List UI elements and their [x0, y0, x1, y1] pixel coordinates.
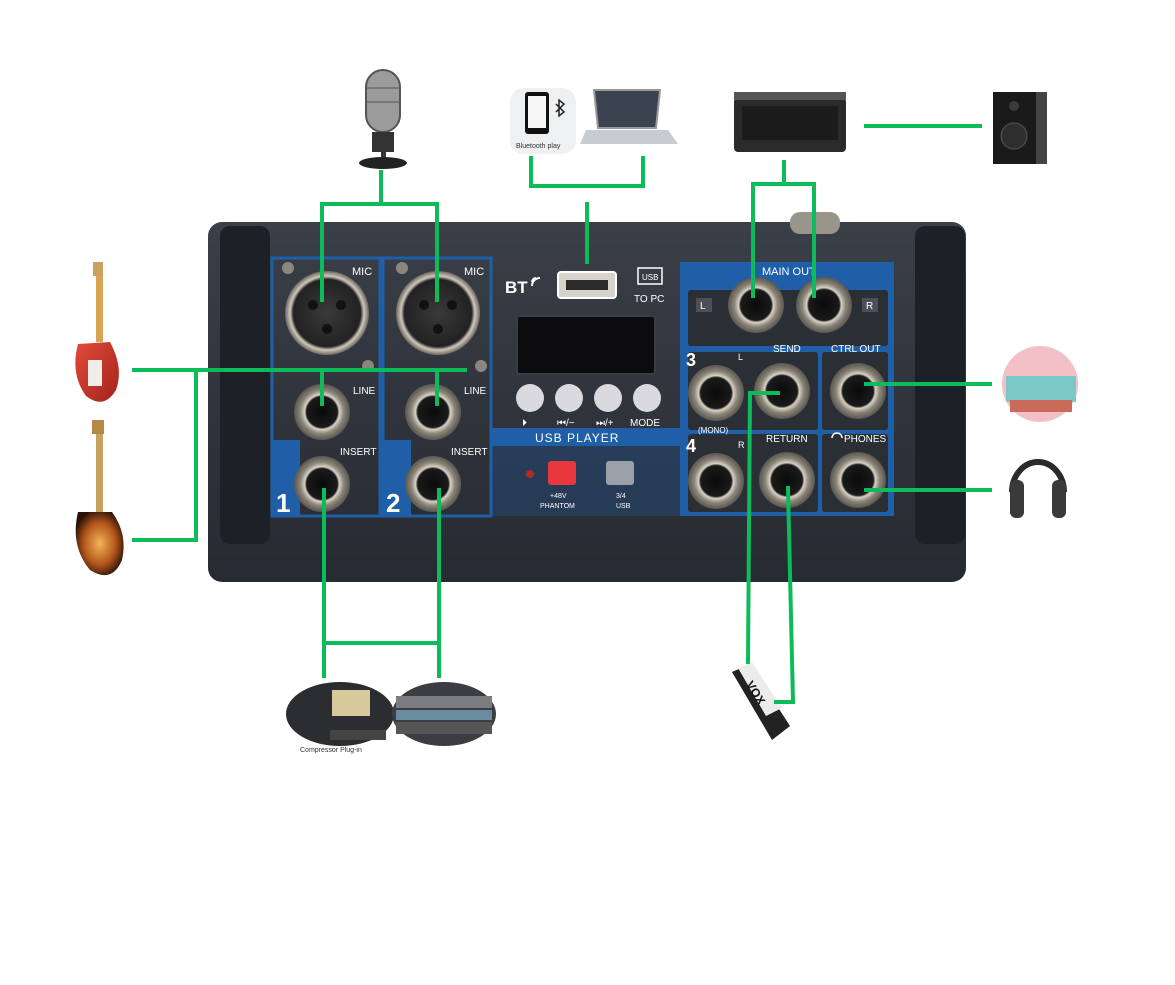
phantom-led: [526, 470, 534, 478]
send-label: SEND: [773, 344, 801, 355]
insert-jack-2[interactable]: [405, 456, 461, 512]
left-side-grip: [220, 226, 270, 544]
cable-mic-to-xlr-2: [379, 202, 439, 302]
wireless-icon: [531, 277, 541, 287]
usb-bt-section: BT USB TO PC ⏵ ⏮/− ⏭/+ MODE USB PLAYER +…: [505, 267, 664, 510]
mode-label: MODE: [630, 418, 660, 429]
next-button[interactable]: [594, 384, 622, 412]
channel-number-2: 2: [386, 488, 400, 518]
switch-label-1: 3/4: [616, 493, 626, 500]
phones-label: PHONES: [844, 434, 887, 445]
line-input-jack-2[interactable]: [405, 384, 461, 440]
cable-mic-to-xlr: [320, 170, 383, 302]
ch4-number: 4: [686, 436, 696, 456]
to-pc-label: TO PC: [634, 294, 664, 305]
screw-icon: [396, 262, 408, 274]
ch4-right-jack[interactable]: [688, 453, 744, 509]
ch3-number: 3: [686, 350, 696, 370]
screw-icon: [282, 262, 294, 274]
powered-mixer-icon: [734, 92, 846, 152]
laptop-icon: [580, 89, 678, 144]
output-section: MAIN OUT L R 3 L (MONO) SEND CTRL OUT 4 …: [686, 266, 887, 509]
insert-label-2: INSERT: [451, 447, 488, 458]
return-jack[interactable]: [759, 452, 815, 508]
phantom-label-2: PHANTOM: [540, 503, 575, 510]
ctrl-out-label: CTRL OUT: [831, 344, 881, 355]
cable-bass-to-line: [132, 368, 198, 542]
line-input-jack-1[interactable]: [294, 384, 350, 440]
xlr-mic-input-2[interactable]: [396, 271, 480, 355]
cable-send-to-pedal: [745, 391, 780, 665]
electric-guitar-icon: [75, 262, 119, 402]
bluetooth-icon: [555, 98, 566, 118]
mode-button[interactable]: [633, 384, 661, 412]
player-button-group: ⏵ ⏮/− ⏭/+ MODE: [516, 384, 661, 429]
headphone-small-icon: [831, 432, 843, 439]
ctrl-out-jack[interactable]: [830, 363, 886, 419]
microphone-icon: [359, 69, 407, 169]
plugin-caption: Compressor Plug-in: [300, 747, 362, 754]
main-out-l-label: L: [700, 301, 706, 312]
studio-desk-icon: [1002, 346, 1078, 422]
channel-2: MIC LINE INSERT 2: [386, 262, 488, 518]
insert-label-1: INSERT: [340, 447, 377, 458]
bass-guitar-icon: [75, 420, 124, 576]
wah-pedal-icon: VOX: [732, 662, 790, 740]
usb-player-panel: [492, 428, 680, 516]
line-label-2: LINE: [464, 386, 487, 397]
cable-usb-sources: [529, 156, 645, 188]
return-label: RETURN: [766, 434, 808, 445]
main-out-right-jack[interactable]: [796, 277, 852, 333]
play-pause-label: ⏵: [522, 418, 527, 429]
speaker-icon: [993, 92, 1047, 164]
mic-label-1: MIC: [352, 266, 372, 278]
main-out-r-badge: [862, 298, 878, 312]
bluetooth-phone-caption: Bluetooth play: [516, 143, 561, 150]
main-out-left-jack[interactable]: [728, 277, 784, 333]
previous-label: ⏮/−: [557, 418, 575, 429]
phantom-power-button[interactable]: [548, 461, 576, 485]
rack-effects-icon: [392, 682, 496, 746]
switch-label-2: USB: [616, 503, 631, 510]
ch3-left-jack[interactable]: [688, 365, 744, 421]
usb-label: USB: [642, 273, 658, 282]
channel-1: MIC LINE INSERT 1: [276, 262, 377, 518]
main-out-l-badge: [696, 298, 712, 312]
compressor-plugin-icon: Compressor Plug-in: [286, 682, 394, 754]
phones-jack[interactable]: [830, 452, 886, 508]
play-pause-button[interactable]: [516, 384, 544, 412]
line-label-1: LINE: [353, 386, 376, 397]
usb-3-4-switch[interactable]: [606, 461, 634, 485]
next-label: ⏭/+: [596, 418, 614, 429]
phantom-label: +48V: [550, 493, 567, 500]
main-out-r-label: R: [866, 301, 873, 312]
usb-player-label: USB PLAYER: [535, 431, 619, 445]
previous-button[interactable]: [555, 384, 583, 412]
usb-computer-icon: [637, 267, 663, 285]
mono-label: (MONO): [698, 426, 729, 435]
ch4-side-label: R: [738, 440, 745, 450]
headphones-icon: [1009, 459, 1067, 518]
mic-label-2: MIC: [464, 266, 484, 278]
screw-icon: [475, 360, 487, 372]
bluetooth-phone-icon: Bluetooth play: [510, 88, 576, 154]
cable-connections: [132, 124, 992, 704]
bt-label: BT: [505, 278, 528, 297]
channel-number-1: 1: [276, 488, 290, 518]
main-out-label: MAIN OUT: [762, 266, 816, 278]
ch3-side-label: L: [738, 352, 743, 362]
cable-return-from-pedal: [774, 485, 796, 704]
insert-jack-1[interactable]: [294, 456, 350, 512]
player-display: [516, 315, 656, 375]
xlr-mic-input-1[interactable]: [285, 271, 369, 355]
send-jack[interactable]: [754, 363, 810, 419]
